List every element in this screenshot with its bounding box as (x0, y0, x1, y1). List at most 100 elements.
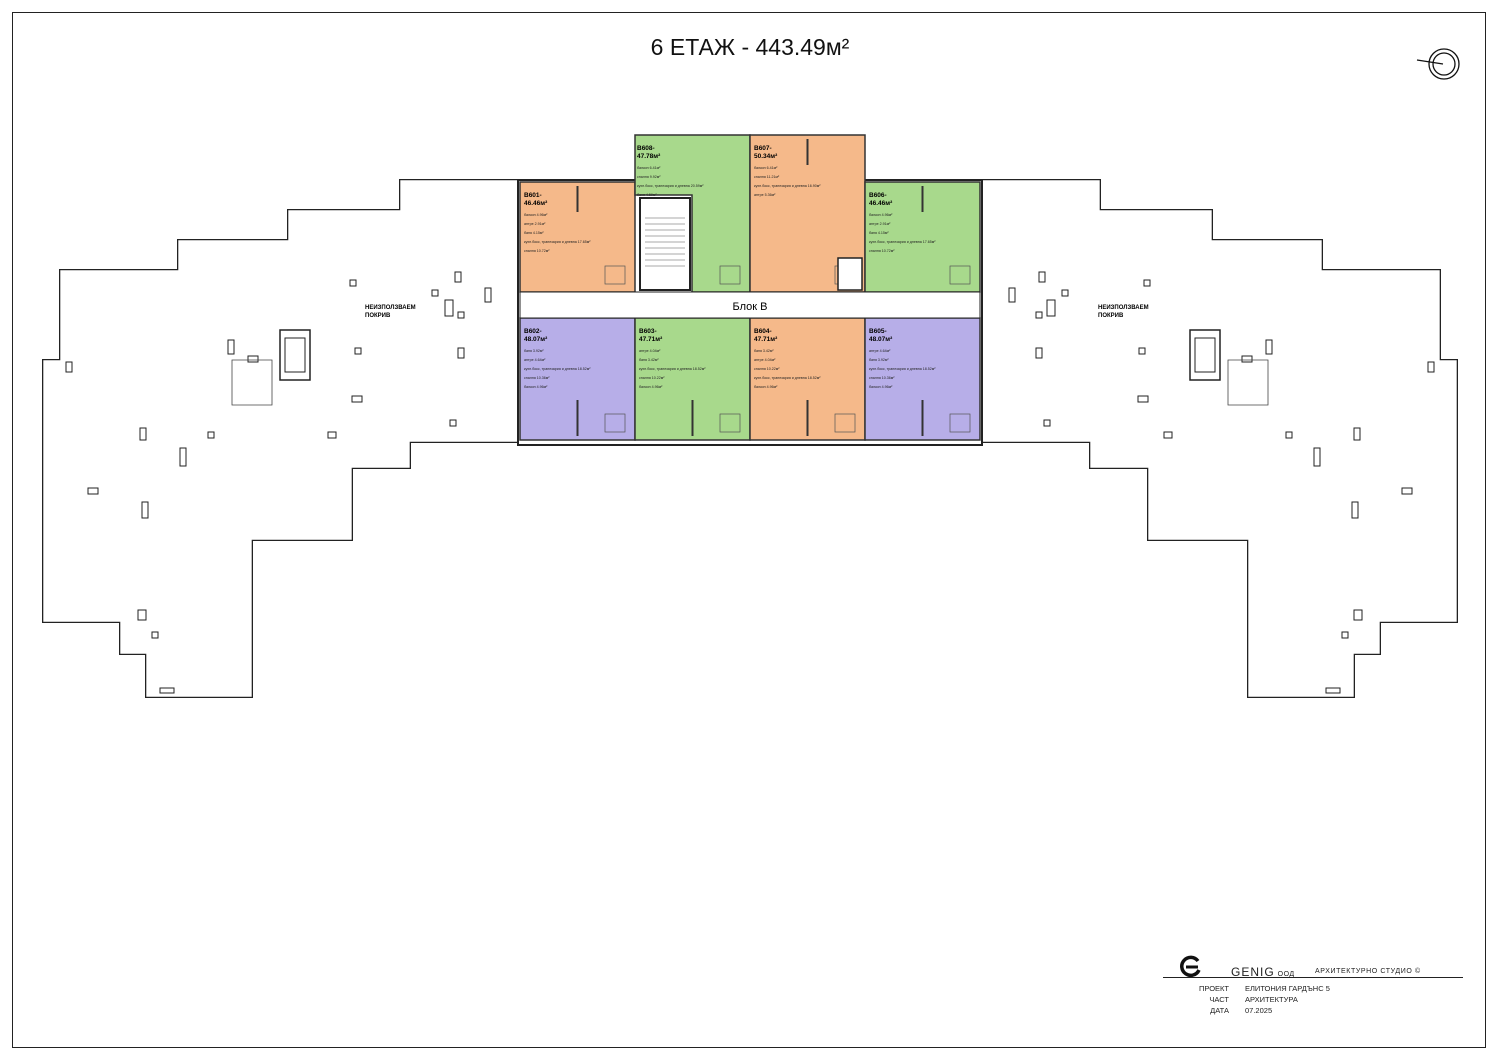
roof-vent (354, 347, 362, 355)
roof-inner-right (978, 180, 1457, 697)
room-label: балкон 4.96м² (524, 213, 548, 217)
roof-hatch-inner (284, 337, 306, 373)
roof-label-right-2: ПОКРИВ (1098, 313, 1124, 319)
room-label: кухн.бокс, трапезария и дневна 20.59м² (637, 184, 704, 188)
unit-id: B604- (754, 328, 772, 335)
furniture-table (834, 413, 856, 433)
unit-id: B608- (637, 145, 655, 152)
room-label: баня 3.42м² (754, 349, 774, 353)
roof-vent (1285, 431, 1293, 439)
unit-area-label: 50.34м² (754, 153, 778, 160)
furniture-table (719, 265, 741, 285)
room-label: балкон 6.41м² (754, 166, 778, 170)
roof-vent (1427, 361, 1435, 373)
unit-id: B605- (869, 328, 887, 335)
roof-vent (207, 431, 215, 439)
roof-vent (227, 339, 235, 355)
unit-b605[interactable] (864, 317, 981, 441)
room-label: антре 2.91м² (524, 222, 546, 226)
room-label: спалня 10.36м² (869, 376, 895, 380)
room-label: балкон 4.96м² (869, 213, 893, 217)
unit-area-label: 47.71м² (754, 336, 778, 343)
title-block-rule (1163, 977, 1463, 978)
room-label: кухн.бокс, трапезария и дневна 17.65м² (869, 240, 936, 244)
unit-area-label: 48.07м² (524, 336, 548, 343)
drawing-frame (12, 12, 1486, 1048)
unit-b603[interactable] (634, 317, 751, 441)
roof-inner-left (43, 180, 522, 697)
room-label: антре 4.04м² (639, 349, 661, 353)
unit-b601[interactable] (519, 181, 636, 293)
roof-vent (1143, 279, 1151, 287)
roof-vent (1325, 687, 1341, 694)
room-label: балкон 4.96м² (869, 385, 893, 389)
furniture-table (949, 265, 971, 285)
room-label: кухн.бокс, трапезария и дневна 16.90м² (754, 184, 821, 188)
row-key: ЧАСТ (1209, 995, 1229, 1004)
unit-id: B603- (639, 328, 657, 335)
roof-vent (1241, 355, 1253, 363)
elevator (837, 257, 863, 291)
unit-b606[interactable] (864, 181, 981, 293)
room-label: балкон 6.41м² (637, 166, 661, 170)
unit-area-label: 46.46м² (869, 200, 893, 207)
unit-b604[interactable] (749, 317, 866, 441)
furniture-table (949, 413, 971, 433)
roof-label-right-1: НЕИЗПОЛЗВАЕМ (1098, 305, 1149, 311)
roof-vent (1008, 287, 1016, 303)
roof-label-left-2: ПОКРИВ (365, 313, 391, 319)
furniture-table (604, 265, 626, 285)
room-label: антре 4.04м² (754, 358, 776, 362)
room-label: спалня 10.72м² (869, 249, 895, 253)
unit-area-label: 48.07м² (869, 336, 893, 343)
roof-vent (351, 395, 363, 403)
brand-text: GENIG (1231, 965, 1275, 979)
roof-vent (137, 609, 147, 621)
room-label: спалня 10.72м² (524, 249, 550, 253)
floor-title: 6 ЕТАЖ - 443.49м² (650, 34, 850, 60)
roof-vent (151, 631, 159, 639)
roof-vent (1341, 631, 1349, 639)
roof-vent (1401, 487, 1413, 495)
room-label: баня 3.42м² (639, 358, 659, 362)
room-label: спалня 10.36м² (524, 376, 550, 380)
unit-id: B606- (869, 192, 887, 199)
roof-hatch-inner (1194, 337, 1216, 373)
room-label: антре 4.64м² (869, 349, 891, 353)
roof-vent (87, 487, 99, 495)
roof-vent (484, 287, 492, 303)
row-key: ПРОЕКТ (1198, 984, 1229, 993)
roof-vent (65, 361, 73, 373)
unit-b602[interactable] (519, 317, 636, 441)
roof-outlines (42, 179, 1458, 698)
room-label: антре 2.91м² (869, 222, 891, 226)
roof-vent (1061, 289, 1069, 297)
room-label: спалня 11.21м² (754, 175, 780, 179)
room-label: балкон 4.96м² (524, 385, 548, 389)
roof-vent (1351, 501, 1359, 519)
roof-vent (349, 279, 357, 287)
roof-vent (159, 687, 175, 694)
unit-area-label: 46.46м² (524, 200, 548, 207)
roof-vent (1035, 347, 1043, 359)
room-label: антре 4.64м² (524, 358, 546, 362)
roof-vent (1353, 427, 1361, 441)
unit-area-label: 47.78м² (637, 153, 661, 160)
room-label: кухн.бокс, трапезария и дневна 17.65м² (524, 240, 591, 244)
north-arrow-icon (1416, 48, 1460, 80)
unit-b607[interactable] (749, 134, 866, 293)
roof-vent (431, 289, 439, 297)
room-label: кухн.бокс, трапезария и дневна 18.52м² (639, 367, 706, 371)
room-label: балкон 4.96м² (639, 385, 663, 389)
roof-structure (231, 359, 273, 406)
roof-vent (139, 427, 147, 441)
roof-vent (457, 311, 465, 319)
row-value: АРХИТЕКТУРА (1245, 995, 1298, 1004)
